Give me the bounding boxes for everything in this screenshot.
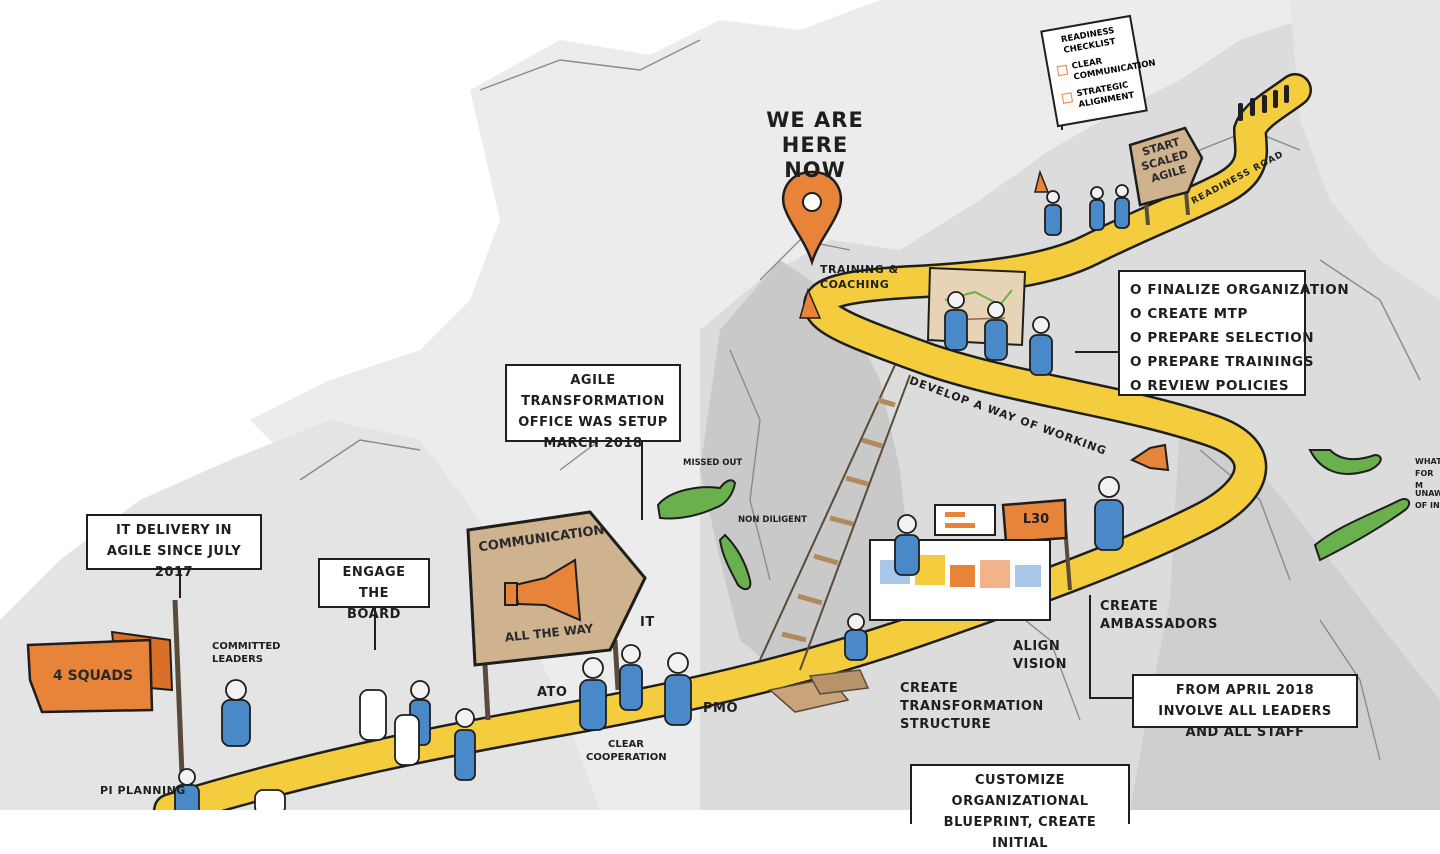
april-2018-box: FROM APRIL 2018 INVOLVE ALL LEADERS AND … (1132, 674, 1358, 740)
checkbox-icon (1056, 64, 1069, 77)
task-list: FINALIZE ORGANIZATION CREATE MTP PREPARE… (1130, 278, 1348, 398)
task-item: CREATE MTP (1130, 302, 1294, 326)
task-item: FINALIZE ORGANIZATION (1130, 278, 1348, 302)
engage-board-box: ENGAGE THE BOARD (318, 558, 430, 622)
task-list-box: FINALIZE ORGANIZATION CREATE MTP PREPARE… (1118, 270, 1349, 398)
ato-setup-box: AGILE TRANSFORMATION OFFICE WAS SETUP MA… (505, 364, 681, 451)
l30-flag (1001, 498, 1072, 591)
checklist-item-label: STRATEGIC ALIGNMENT (1075, 80, 1136, 111)
non-diligent-label: NON DILIGENT (738, 515, 807, 525)
rope-bridge (759, 364, 911, 671)
headline-line-1: WE ARE (766, 108, 864, 132)
distant-people (1238, 85, 1289, 121)
l30-flag-label: L30 (1022, 512, 1050, 527)
create-structure-label: CREATE TRANSFORMATION STRUCTURE (900, 681, 1044, 732)
task-item: PREPARE TRAININGS (1130, 350, 1313, 374)
checklist-item: STRATEGIC ALIGNMENT (1061, 80, 1136, 114)
unaware-label: UNAWA OF IN (1415, 489, 1440, 510)
rock-sketch-lines (299, 39, 1421, 761)
it-delivery-box: IT DELIVERY IN AGILE SINCE JULY 2017 (86, 514, 262, 580)
traffic-cone-icon (799, 169, 1050, 319)
headline-line-2: HERE NOW (781, 133, 849, 182)
ato-label: ATO (537, 685, 568, 700)
megaphone-icon (504, 558, 582, 622)
loose-planks (768, 669, 870, 713)
connector-lines (179, 105, 1132, 699)
align-vision-label: ALIGN VISION (1013, 639, 1068, 672)
customize-blueprint-box: CUSTOMIZE ORGANIZATIONAL BLUEPRINT, CREA… (910, 764, 1130, 851)
missed-out-label: MISSED OUT (683, 458, 743, 468)
start-scaled-agile-sign (1128, 126, 1204, 226)
pmo-label: PMO (703, 701, 739, 716)
task-item: PREPARE SELECTION (1130, 326, 1313, 350)
people-figures (174, 184, 1130, 810)
committed-leaders-label: COMMITTED LEADERS (212, 641, 281, 665)
readiness-checklist: READINESS CHECKLIST CLEAR COMMUNICATION … (1040, 14, 1156, 128)
squads-flag (26, 599, 185, 776)
map-board (926, 266, 1027, 347)
create-ambassadors-label: CREATE AMBASSADORS (1100, 599, 1218, 632)
it-label: IT (640, 615, 655, 630)
we-are-here-headline: WE ARE HERE NOW (750, 108, 880, 183)
clear-cooperation-label: CLEAR COOPERATION (586, 739, 667, 763)
squads-flag-label: 4 SQUADS (52, 668, 134, 684)
what-for-label: WHAT FOR M (1415, 457, 1440, 490)
location-pin-icon (781, 170, 843, 267)
training-coaching-label: TRAINING & COACHING (820, 263, 899, 291)
pi-planning-label: PI PLANNING (100, 784, 186, 797)
ambassador-megaphone-icon (1129, 443, 1170, 472)
checkbox-icon (1061, 92, 1074, 104)
task-item: REVIEW POLICIES (1130, 374, 1294, 398)
crocodile-icon (656, 449, 1411, 591)
